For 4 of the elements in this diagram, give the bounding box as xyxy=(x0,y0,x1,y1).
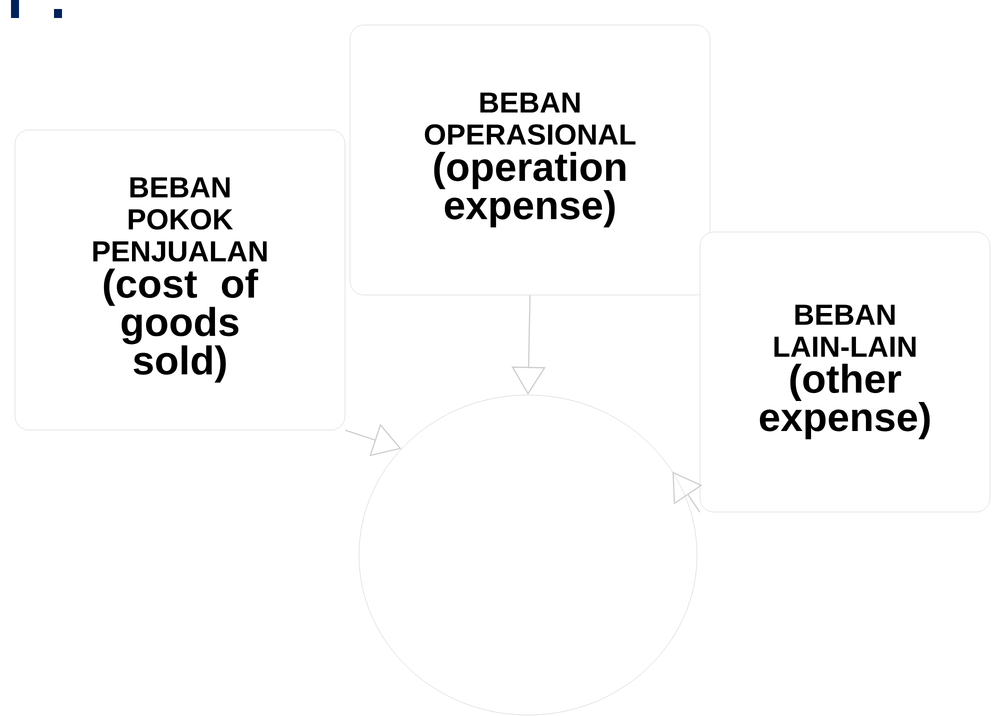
text-box: BEBAN OPERASIONAL (operation expense) xyxy=(350,24,710,296)
circle xyxy=(358,394,698,716)
text-box: BEBAN LAIN-LAIN (other expense) xyxy=(700,232,990,512)
text-box: BEBAN POKOK PENJUALAN (cost of goods sold) xyxy=(14,130,346,430)
